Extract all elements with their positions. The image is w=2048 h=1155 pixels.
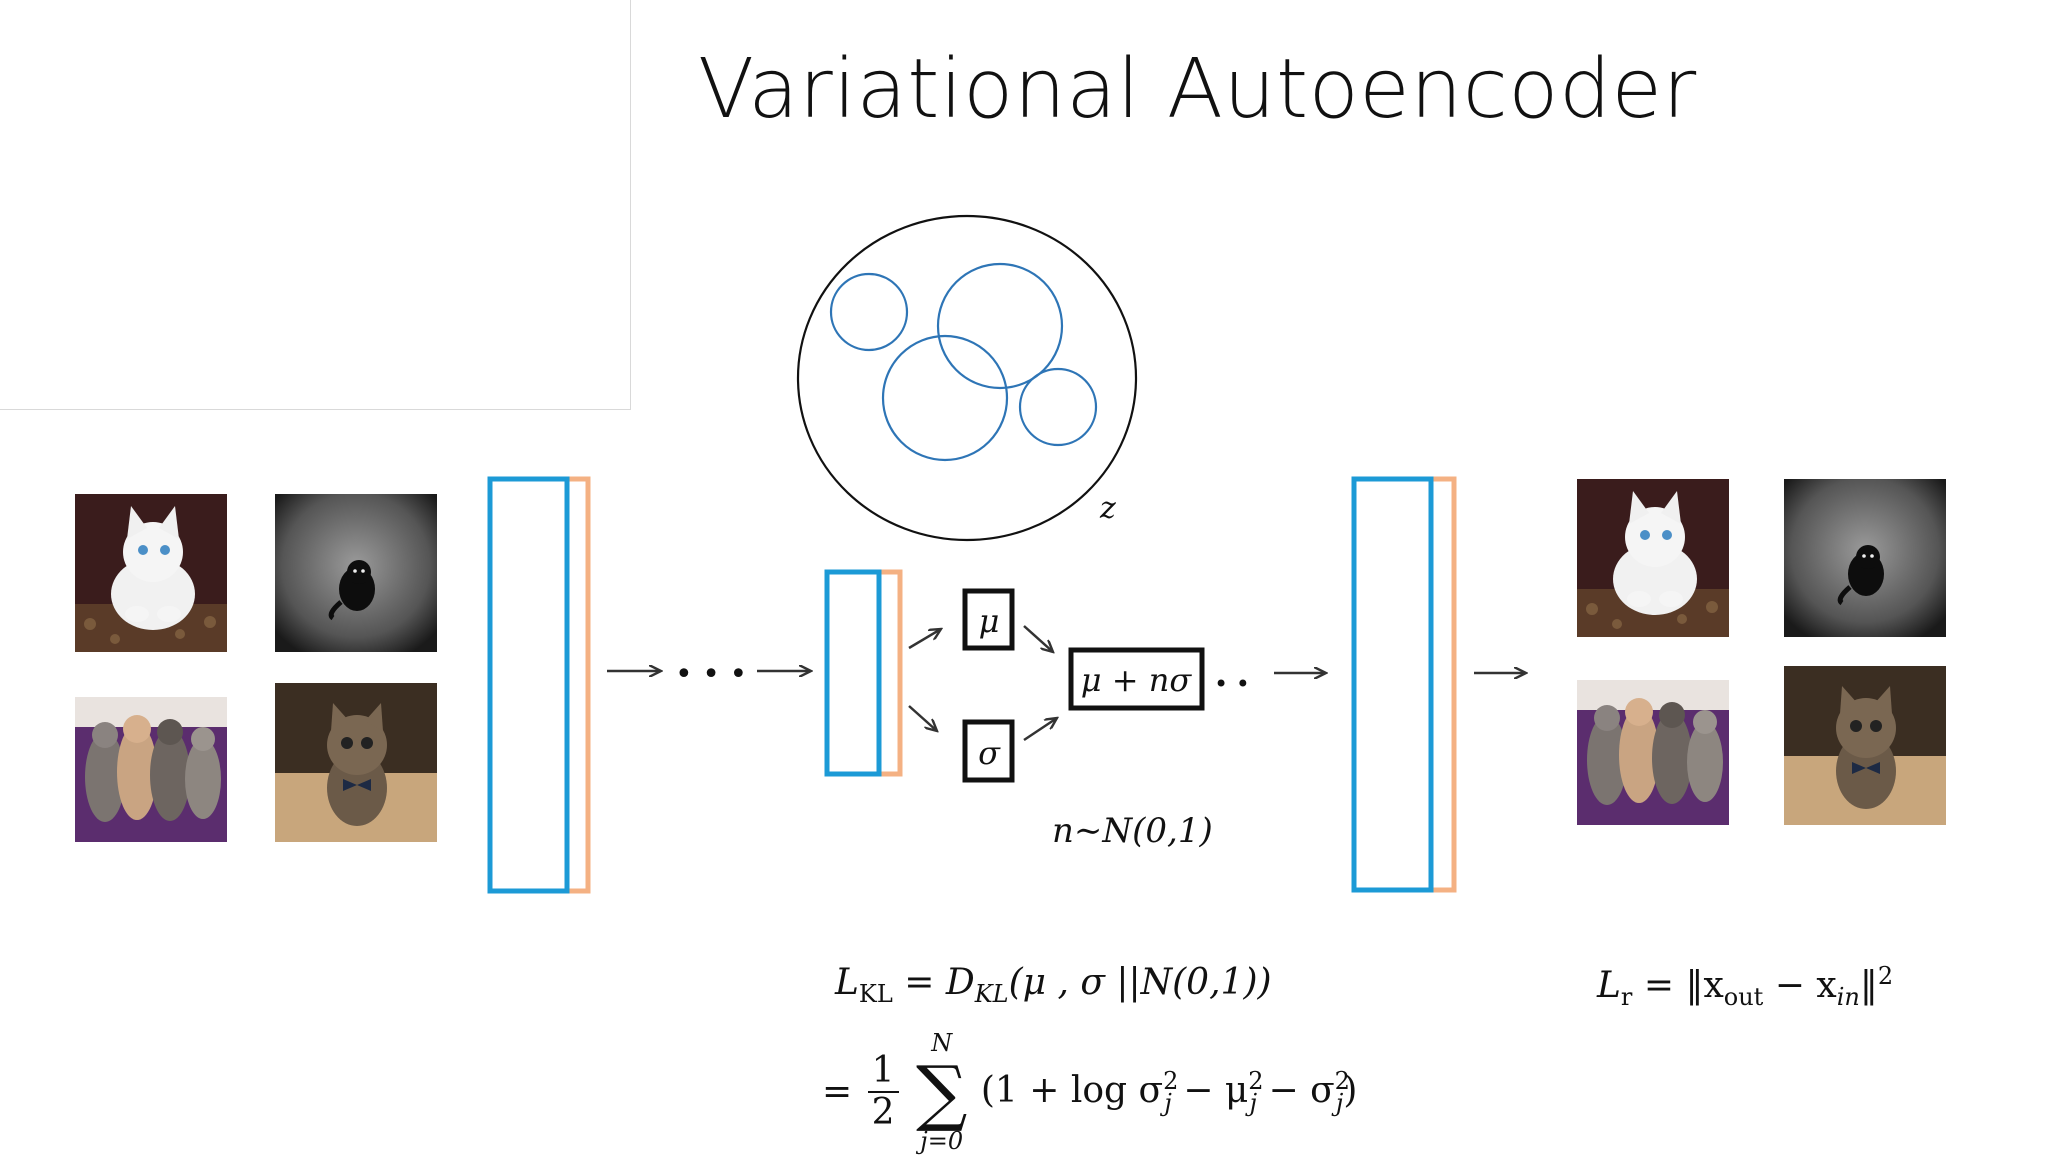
input-cat-black xyxy=(275,494,437,652)
output-cat-group xyxy=(1577,680,1729,825)
sample-label: μ + nσ xyxy=(1081,661,1193,699)
encoder-layer-orange xyxy=(487,476,591,894)
kl-rhs-args: (μ , σ ||N(0,1)) xyxy=(1008,962,1272,1003)
latent-cluster-4 xyxy=(1018,367,1098,447)
kl-frac-num: 1 xyxy=(867,1051,899,1093)
kl-loss-equation: LKL = DKL(μ , σ ||N(0,1)) xyxy=(835,962,1272,1009)
arrow-sigma-to-sample xyxy=(1023,718,1057,742)
sample-box xyxy=(1068,647,1205,711)
kl-rhs-d: D xyxy=(945,962,975,1003)
output-cat-white xyxy=(1577,479,1729,637)
arrow-mu-to-sample xyxy=(1023,625,1053,652)
dots-left: • • • xyxy=(675,657,747,692)
latent-cluster-3 xyxy=(881,334,1009,462)
kl-lhs: L xyxy=(835,962,859,1003)
kl-lhs-sub: KL xyxy=(858,980,893,1009)
latent-cluster-1 xyxy=(829,272,909,352)
kl-body: (1 + log σ xyxy=(980,1070,1164,1112)
dots-right: • • xyxy=(1214,670,1250,698)
placeholder-panel xyxy=(0,0,631,410)
kl-rhs-d-sub: KL xyxy=(974,980,1009,1009)
arrow-to-mu xyxy=(908,629,941,650)
kl-sum-upper: N xyxy=(931,1029,953,1057)
reconstruction-loss-equation: Lr = ‖xout − xin‖2 xyxy=(1597,962,1894,1012)
slide-title: Variational Autoencoder xyxy=(698,42,1697,137)
sigma-box xyxy=(962,719,1015,783)
sigma-label: σ xyxy=(978,734,1001,772)
kl-eq-sign: = xyxy=(822,1071,853,1113)
output-cat-black xyxy=(1784,479,1946,637)
kl-sum-lower: j=0 xyxy=(920,1127,964,1155)
mu-label: μ xyxy=(979,602,1000,640)
rec-lhs-sub: r xyxy=(1620,983,1633,1012)
latent-cluster-2 xyxy=(936,262,1064,390)
rec-lhs: L xyxy=(1597,965,1621,1006)
kl-summation: N ∑ j=0 xyxy=(915,1029,968,1155)
latent-space-circle xyxy=(796,214,1138,542)
input-cat-white xyxy=(75,494,227,652)
output-cat-bowtie xyxy=(1784,666,1946,825)
kl-mid2: − σ xyxy=(1257,1070,1335,1112)
encoder-layer-blue xyxy=(487,476,570,894)
noise-label: n∼N(0,1) xyxy=(1052,811,1213,851)
code-layer-blue xyxy=(824,569,882,777)
rec-rhs-open: = ‖x xyxy=(1643,965,1724,1006)
latent-label: z xyxy=(1099,491,1116,526)
kl-mid1: − μ xyxy=(1171,1070,1249,1112)
mu-box xyxy=(962,588,1015,651)
input-cat-group xyxy=(75,697,227,842)
code-layer-orange xyxy=(824,569,903,777)
decoder-layer-orange xyxy=(1351,476,1457,893)
kl-frac-den: 2 xyxy=(871,1092,895,1133)
decoder-layer-blue xyxy=(1351,476,1434,893)
input-cat-bowtie xyxy=(275,683,437,842)
arrow-to-sigma xyxy=(908,705,937,731)
